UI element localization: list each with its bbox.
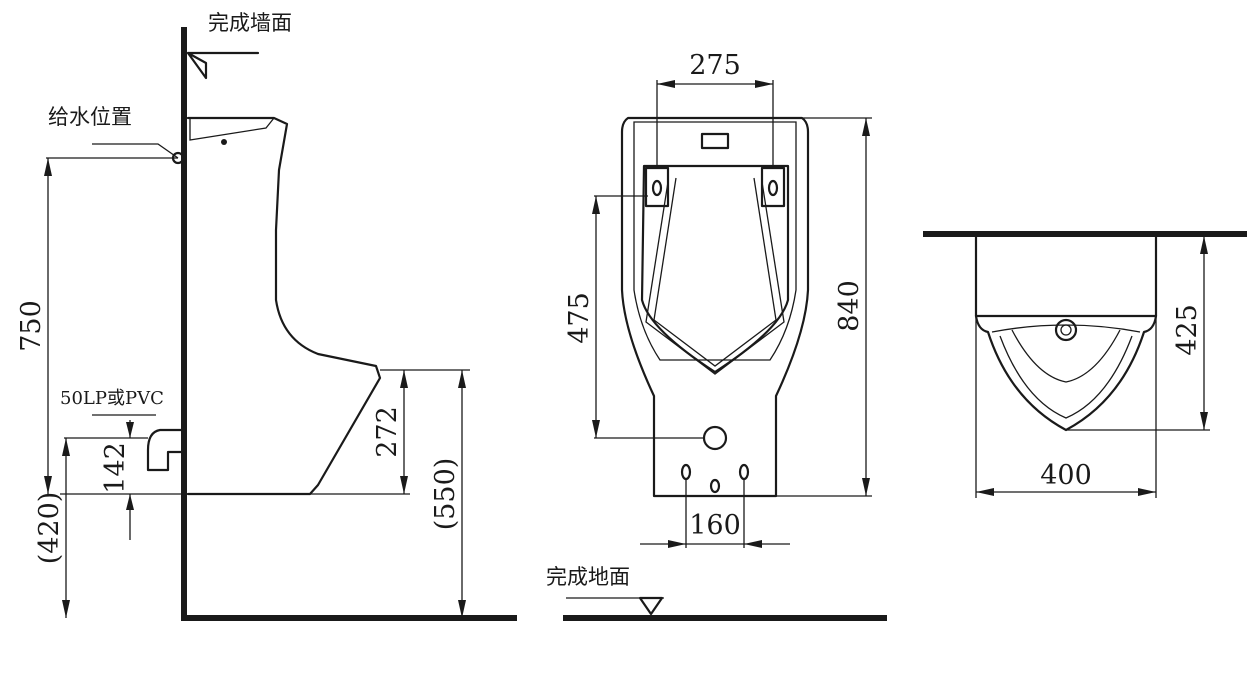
bottom-hole-left [680, 463, 692, 481]
top-drain-inner [1060, 324, 1072, 336]
dim-arrow [862, 478, 870, 496]
dim-arrow [1138, 488, 1156, 496]
front-inner-rim [633, 121, 797, 361]
finished-wall-label: 完成墙面 [208, 11, 292, 35]
dim-arrow [1200, 236, 1208, 254]
front-bowl-inner-2 [645, 181, 785, 375]
bottom-hole-right [738, 463, 750, 481]
top-back-plate [974, 234, 1158, 318]
water-supply-label: 给水位置 [48, 105, 132, 129]
dim-arrow [592, 420, 600, 438]
dim-840-text: 840 [834, 280, 865, 332]
sensor-window [700, 132, 730, 150]
left-bracket-hole [651, 179, 663, 197]
top-rim-front [991, 324, 1141, 333]
dim-arrow [62, 600, 70, 618]
dim-arrow [1200, 412, 1208, 430]
dim-272-text: 272 [372, 406, 403, 458]
finished-floor-label: 完成地面 [546, 565, 630, 589]
drain-pipe-label: 50LP或PVC [60, 388, 164, 409]
dim-420-text: (420) [34, 492, 65, 565]
dim-160-text: 160 [689, 510, 741, 541]
supply-leader [92, 143, 179, 159]
dim-arrow [458, 600, 466, 618]
dim-arrow [62, 438, 70, 456]
dim-750-text: 750 [16, 300, 47, 352]
dim-arrow [744, 540, 762, 548]
bottom-hole-center [709, 478, 721, 494]
dim-arrow [400, 476, 408, 494]
dim-400-text: 400 [1040, 460, 1092, 491]
front-view: 275 475 840 160 完成地面 [546, 50, 887, 621]
top-bowl-outline [974, 314, 1158, 432]
front-bowl-inner [653, 177, 777, 367]
front-bowl-outer [640, 164, 790, 374]
dim-142-text: 142 [100, 442, 131, 494]
dim-arrow [862, 118, 870, 136]
right-bracket-hole [767, 179, 779, 197]
drain-trap-shape [146, 428, 186, 472]
side-view: 完成墙面 给水位置 50LP或PVC 750 142 (420) [16, 11, 517, 621]
dim-arrow [44, 158, 52, 176]
dim-arrow [592, 196, 600, 214]
dim-arrow [668, 540, 686, 548]
dim-275-text: 275 [689, 50, 741, 81]
dim-550-text: (550) [430, 458, 461, 531]
dim-arrow [657, 80, 675, 88]
dim-425-text: 425 [1172, 304, 1203, 356]
dim-arrow [976, 488, 994, 496]
urinal-side-profile [186, 116, 382, 496]
top-bowl-inner [999, 335, 1133, 419]
dim-arrow [44, 476, 52, 494]
top-drain-icon [1054, 318, 1078, 342]
dim-475-text: 475 [564, 292, 595, 344]
dim-arrow [126, 494, 134, 510]
dim-arrow [755, 80, 773, 88]
wall-marker-icon [186, 51, 260, 80]
sensor-dot [221, 139, 227, 145]
top-bowl-well [1011, 329, 1121, 383]
supply-valve-icon [171, 151, 185, 165]
dim-arrow [458, 370, 466, 388]
urinal-top-cap [189, 117, 275, 141]
floor-marker-icon [638, 596, 664, 616]
drain-outlet-icon [702, 425, 728, 451]
urinal-front-outline [620, 116, 810, 498]
top-view: 425 400 [923, 231, 1247, 498]
dim-arrow [126, 422, 134, 438]
dim-arrow [400, 370, 408, 388]
